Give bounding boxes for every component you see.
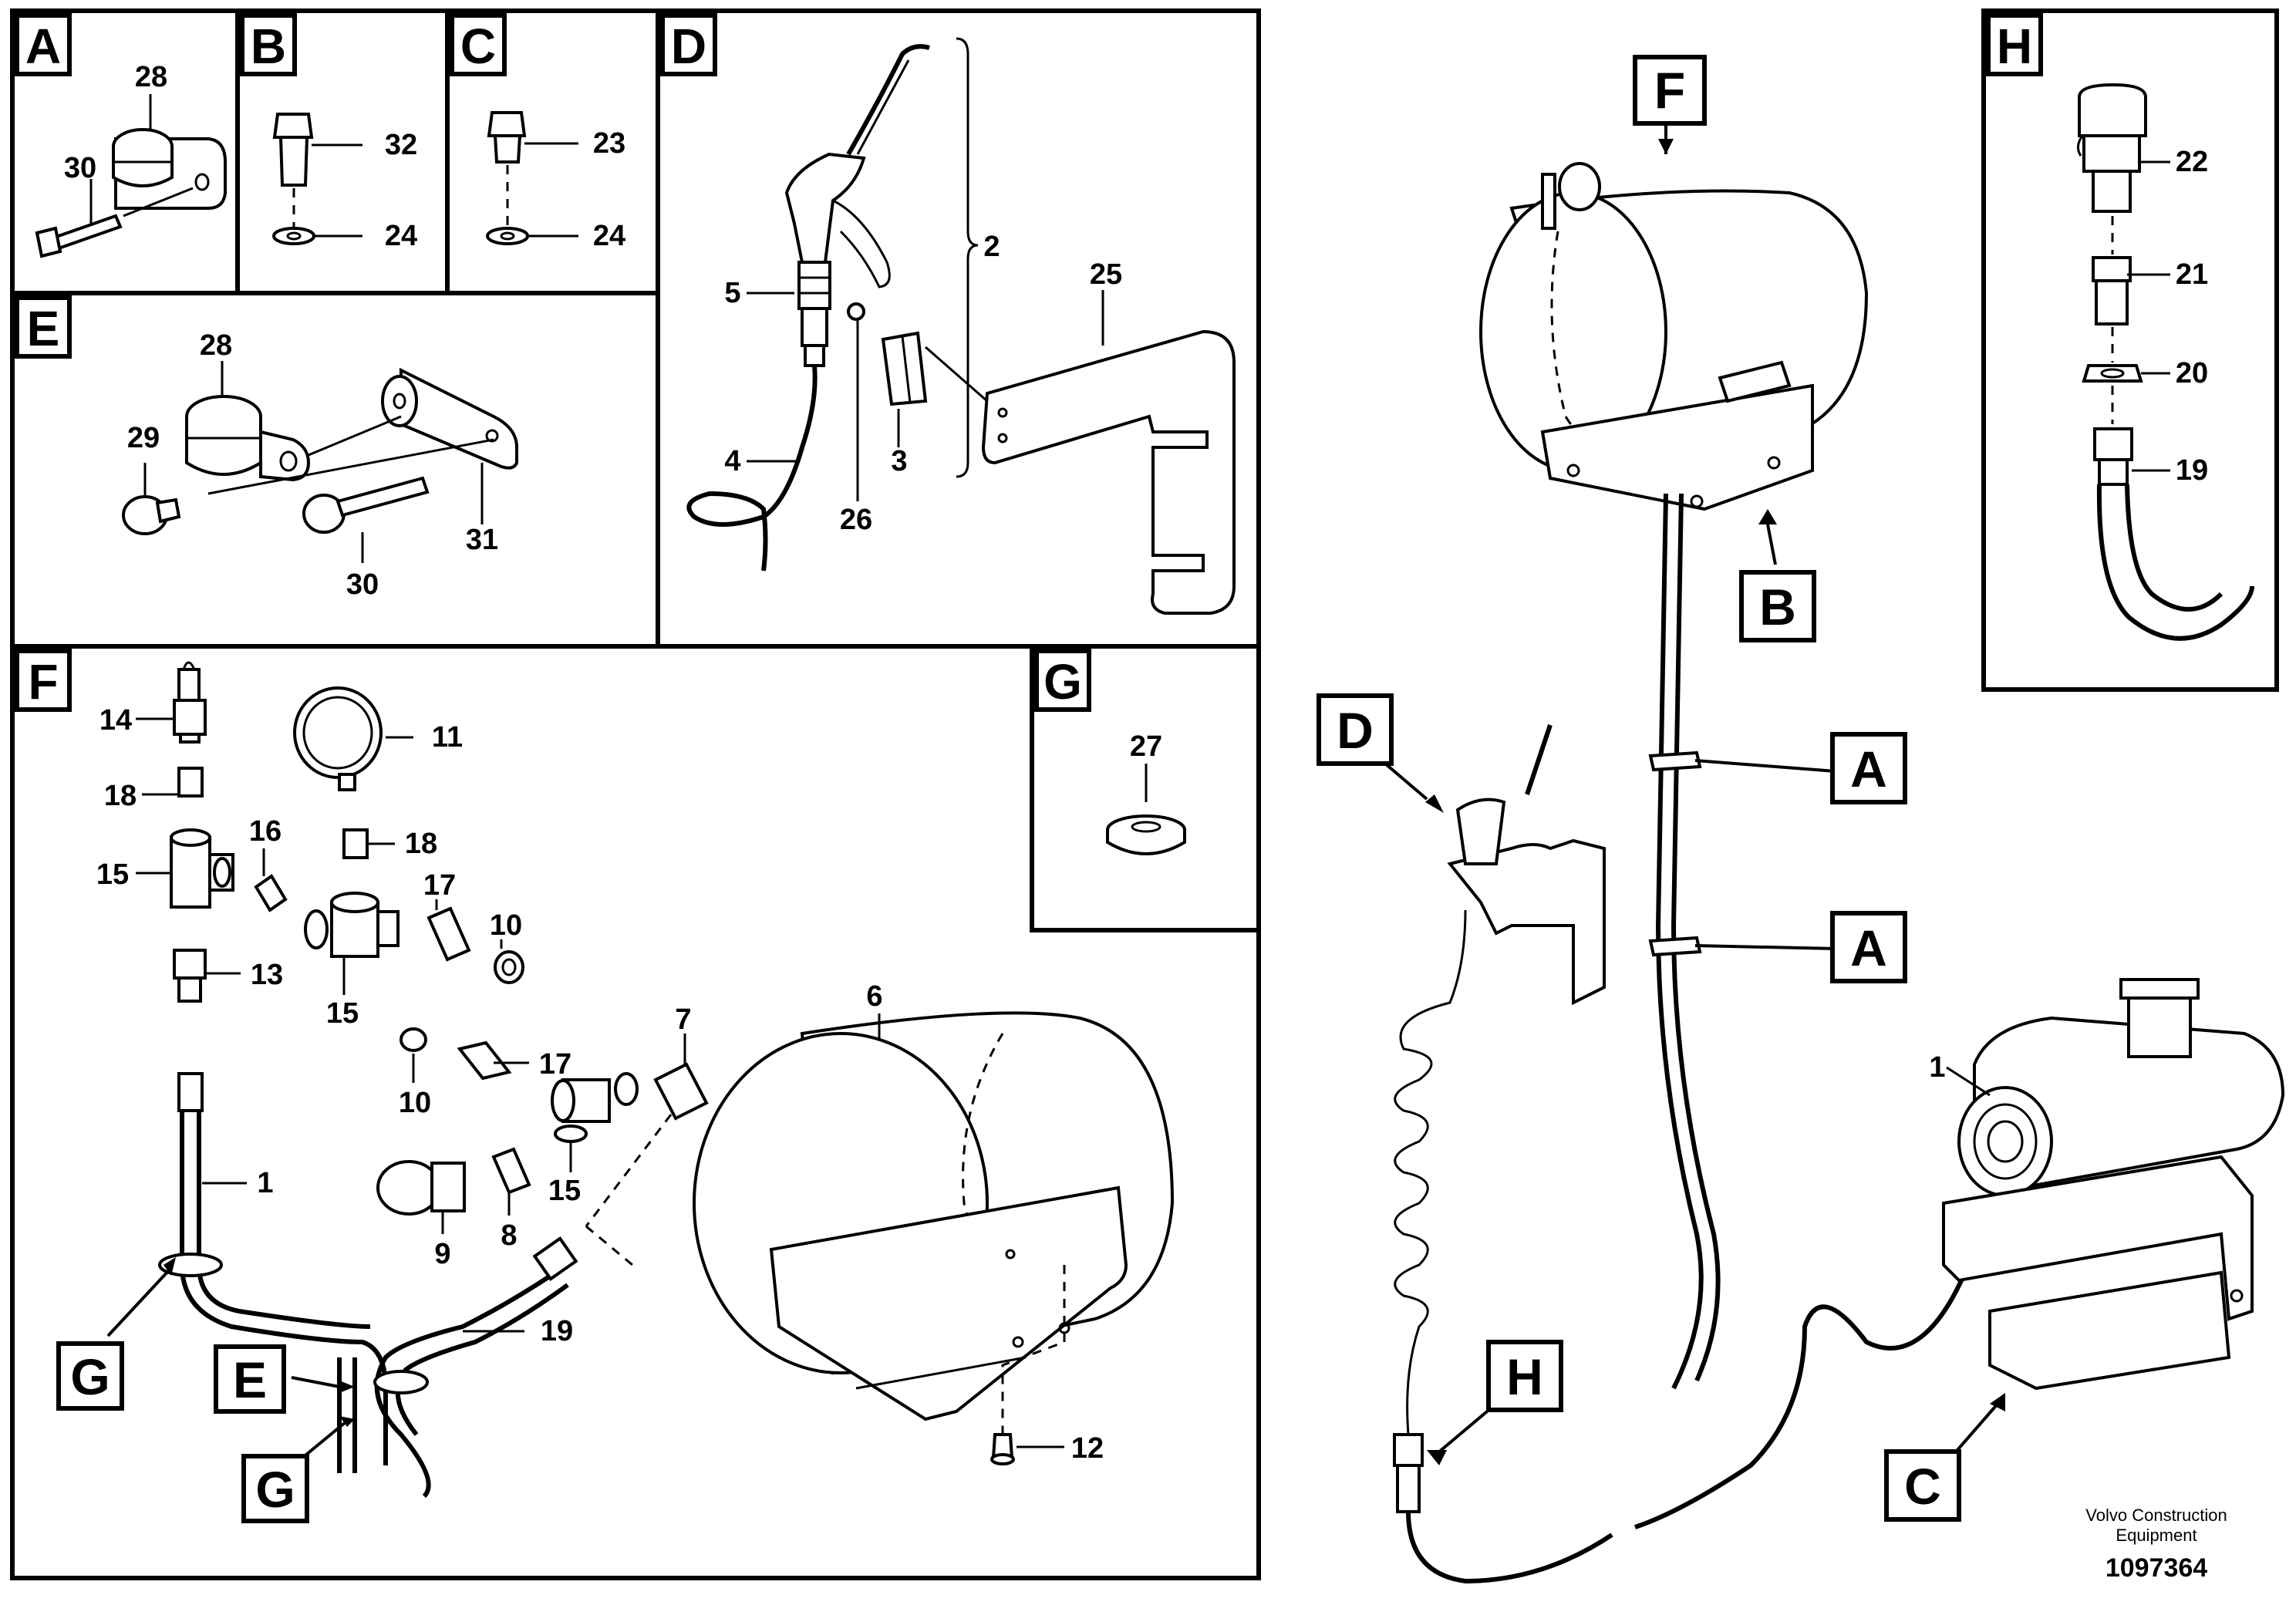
svg-text:D: D bbox=[1337, 702, 1374, 759]
footer-company-line1: Volvo Construction bbox=[2085, 1506, 2227, 1525]
panel-e-parts bbox=[122, 361, 518, 563]
callout-overview-c: C bbox=[1884, 1449, 1961, 1522]
panel-tab-e: E bbox=[15, 295, 72, 359]
panel-tab-g-label: G bbox=[1043, 654, 1082, 710]
label-g-27: 27 bbox=[1130, 730, 1162, 763]
label-d-26: 26 bbox=[840, 504, 872, 536]
label-f-6: 6 bbox=[866, 980, 882, 1013]
label-c-23: 23 bbox=[593, 127, 625, 160]
label-f-18b: 18 bbox=[405, 828, 437, 860]
label-f-16: 16 bbox=[249, 815, 282, 848]
callout-overview-h: H bbox=[1486, 1340, 1563, 1412]
panel-d-parts bbox=[686, 37, 1236, 615]
panel-tab-e-label: E bbox=[27, 301, 60, 356]
panel-tab-a: A bbox=[15, 13, 72, 76]
label-d-3: 3 bbox=[891, 445, 907, 477]
svg-text:A: A bbox=[1850, 919, 1887, 976]
panel-b-parts bbox=[272, 113, 362, 245]
label-e-28: 28 bbox=[200, 329, 232, 362]
panel-tab-f: F bbox=[15, 649, 72, 712]
panel-tab-d: D bbox=[660, 13, 717, 76]
label-b-32: 32 bbox=[385, 129, 417, 161]
callout-overview-a1: A bbox=[1830, 732, 1907, 804]
callout-f-g1: G bbox=[56, 1341, 124, 1411]
panel-tab-f-label: F bbox=[28, 654, 58, 710]
panel-g-parts bbox=[1106, 764, 1186, 855]
label-c-24: 24 bbox=[593, 220, 625, 252]
label-e-30: 30 bbox=[346, 568, 379, 601]
label-f-15a: 15 bbox=[96, 858, 129, 891]
label-f-1: 1 bbox=[257, 1167, 273, 1199]
label-d-5: 5 bbox=[724, 277, 740, 309]
panel-tab-b-label: B bbox=[251, 19, 286, 74]
callout-overview-a2: A bbox=[1830, 911, 1907, 983]
label-f-12: 12 bbox=[1071, 1432, 1104, 1465]
callout-f-e: E bbox=[214, 1344, 286, 1414]
callout-overview-f: F bbox=[1633, 55, 1707, 126]
panel-h-parts bbox=[2077, 83, 2254, 641]
callout-f-g2: G bbox=[241, 1454, 309, 1523]
panel-c-parts bbox=[486, 111, 578, 245]
label-d-2: 2 bbox=[983, 231, 1000, 263]
panel-tab-c-label: C bbox=[460, 19, 496, 74]
footer-company-line2: Equipment bbox=[2116, 1526, 2197, 1545]
panel-tab-b: B bbox=[240, 13, 297, 76]
label-f-13: 13 bbox=[251, 959, 283, 991]
panel-a-parts bbox=[35, 94, 227, 258]
label-e-31: 31 bbox=[466, 524, 498, 556]
label-f-7: 7 bbox=[675, 1003, 691, 1036]
panel-frames bbox=[10, 8, 2279, 1580]
label-h-22: 22 bbox=[2176, 146, 2208, 178]
label-f-8: 8 bbox=[501, 1219, 517, 1252]
label-f-10a: 10 bbox=[490, 909, 522, 942]
panel-f-parts bbox=[106, 661, 1175, 1499]
overview-assembly bbox=[1384, 120, 2285, 1584]
svg-text:F: F bbox=[1654, 62, 1685, 119]
label-h-21: 21 bbox=[2176, 258, 2208, 291]
label-f-14: 14 bbox=[99, 704, 132, 737]
label-f-17b: 17 bbox=[539, 1048, 571, 1081]
callout-overview-d: D bbox=[1317, 693, 1394, 766]
svg-text:G: G bbox=[70, 1348, 110, 1405]
svg-text:G: G bbox=[255, 1461, 295, 1518]
label-d-4: 4 bbox=[724, 445, 740, 477]
label-h-20: 20 bbox=[2176, 357, 2208, 389]
panel-tab-c: C bbox=[450, 13, 507, 76]
label-f-15b: 15 bbox=[326, 997, 359, 1030]
label-overview-1: 1 bbox=[1929, 1051, 1945, 1084]
label-f-15c: 15 bbox=[548, 1175, 581, 1207]
panel-tab-h-label: H bbox=[1997, 19, 2032, 74]
label-a-28: 28 bbox=[135, 61, 167, 93]
panel-tab-a-label: A bbox=[25, 19, 61, 74]
label-f-10b: 10 bbox=[399, 1087, 431, 1119]
label-f-11: 11 bbox=[432, 721, 463, 754]
svg-text:E: E bbox=[233, 1351, 267, 1408]
label-b-24: 24 bbox=[385, 220, 417, 252]
label-d-25: 25 bbox=[1090, 258, 1122, 291]
callout-overview-b: B bbox=[1739, 570, 1816, 642]
svg-text:B: B bbox=[1759, 578, 1796, 636]
label-f-9: 9 bbox=[434, 1238, 450, 1270]
label-a-30: 30 bbox=[64, 152, 96, 184]
label-h-19: 19 bbox=[2176, 454, 2208, 487]
label-f-18a: 18 bbox=[104, 780, 137, 812]
panel-tab-g: G bbox=[1034, 649, 1091, 712]
svg-text:H: H bbox=[1506, 1348, 1543, 1405]
drawing-number: 1097364 bbox=[2106, 1553, 2207, 1583]
svg-text:A: A bbox=[1850, 740, 1887, 798]
label-f-17a: 17 bbox=[423, 869, 456, 902]
panel-tab-h: H bbox=[1986, 13, 2043, 76]
svg-text:C: C bbox=[1904, 1458, 1941, 1515]
panel-tab-d-label: D bbox=[671, 19, 706, 74]
label-e-29: 29 bbox=[127, 422, 160, 454]
label-f-19: 19 bbox=[541, 1315, 573, 1347]
